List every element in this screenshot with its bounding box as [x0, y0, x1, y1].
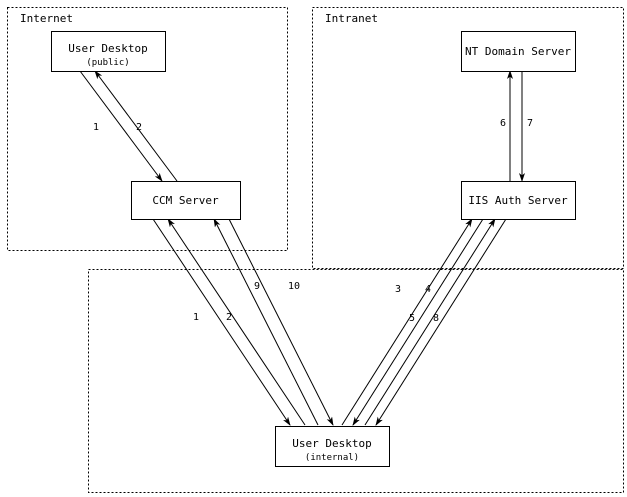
- node-box-ccm-server: [131, 181, 241, 220]
- node-box-user-desktop-public: [51, 31, 166, 72]
- edge-label-e7: 7: [527, 118, 533, 129]
- node-iis-auth-server[interactable]: IIS Auth Server: [461, 181, 576, 220]
- zone-boundary-intranet: [312, 7, 624, 269]
- edge-e1: [79, 70, 163, 182]
- zone-boundary-internal: [88, 269, 624, 493]
- edge-e8: [375, 218, 507, 426]
- zone-boundary-internet: [7, 7, 288, 251]
- edge-e1b: [152, 218, 291, 426]
- nodes-layer: User Desktop (public) CCM Server NT Domain …: [51, 31, 576, 467]
- node-box-nt-domain-server: [461, 31, 576, 72]
- edge-labels-layer: 1 2 1 2 9 10 3 4 5 8 6 7: [93, 118, 533, 324]
- edge-e5: [364, 218, 496, 426]
- edge-e10: [228, 218, 334, 426]
- zone-label-internet: Internet: [20, 12, 73, 25]
- edge-e2b: [167, 218, 306, 426]
- edge-label-e2b: 2: [226, 312, 232, 323]
- edge-label-e8: 8: [433, 313, 439, 324]
- node-subtitle-user-desktop-internal: (internal): [305, 453, 359, 463]
- node-title-iis-auth-server: IIS Auth Server: [468, 194, 568, 207]
- edge-e2: [94, 70, 178, 182]
- zones-layer: Internet Intranet: [7, 7, 624, 493]
- edge-label-e2: 2: [136, 122, 142, 133]
- node-title-ccm-server: CCM Server: [152, 194, 219, 207]
- node-nt-domain-server[interactable]: NT Domain Server: [461, 31, 576, 72]
- node-title-user-desktop-internal: User Desktop: [292, 437, 371, 450]
- node-user-desktop-internal[interactable]: User Desktop (internal): [275, 426, 390, 467]
- edge-label-e10: 10: [288, 281, 300, 292]
- node-title-user-desktop-public: User Desktop: [68, 42, 147, 55]
- node-ccm-server[interactable]: CCM Server: [131, 181, 241, 220]
- node-box-iis-auth-server: [461, 181, 576, 220]
- node-box-user-desktop-internal: [275, 426, 390, 467]
- edge-label-e6: 6: [500, 118, 506, 129]
- node-title-nt-domain-server: NT Domain Server: [465, 45, 571, 58]
- edge-label-e4: 4: [425, 284, 431, 295]
- edge-e9: [213, 218, 319, 426]
- edge-e4: [352, 218, 484, 426]
- edge-label-e1: 1: [93, 122, 99, 133]
- node-subtitle-user-desktop-public: (public): [86, 58, 129, 68]
- edge-label-e1b: 1: [193, 312, 199, 323]
- edge-label-e3: 3: [395, 284, 401, 295]
- edge-label-e9: 9: [254, 281, 260, 292]
- zone-label-intranet: Intranet: [325, 12, 378, 25]
- edges-layer: [79, 70, 525, 426]
- node-user-desktop-public[interactable]: User Desktop (public): [51, 31, 166, 72]
- edge-e3: [341, 218, 473, 426]
- edge-label-e5: 5: [409, 313, 415, 324]
